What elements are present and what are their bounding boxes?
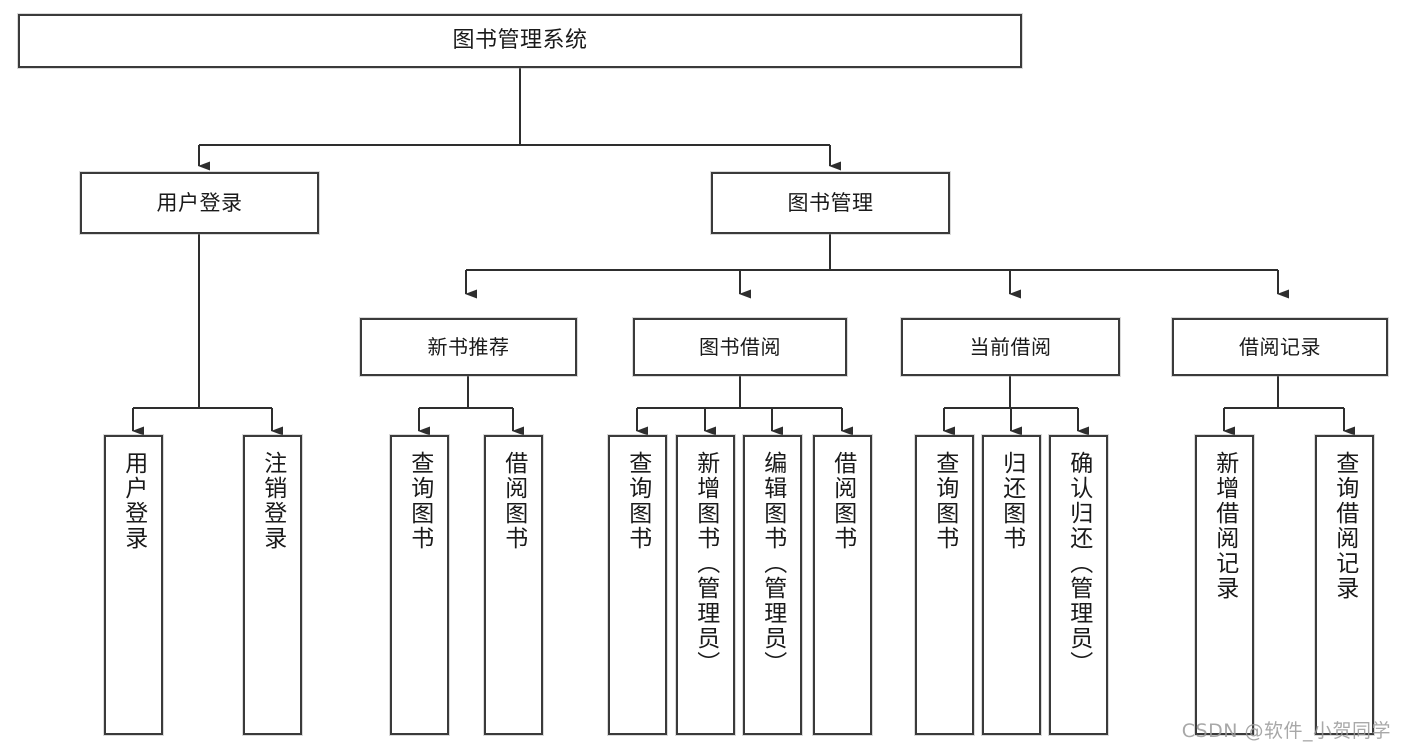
node-label: 归还图书 — [998, 451, 1025, 551]
node-label: 查询图书 — [406, 451, 433, 551]
node-new-book-recommend[interactable]: 新书推荐 — [360, 318, 577, 376]
leaf-return-book[interactable]: 归还图书 — [982, 435, 1041, 735]
node-book-manage[interactable]: 图书管理 — [711, 172, 950, 234]
leaf-query-book-borrow[interactable]: 查询图书 — [608, 435, 667, 735]
leaf-user-login[interactable]: 用户登录 — [104, 435, 163, 735]
node-label: 查询借阅记录 — [1331, 451, 1358, 601]
node-label: 编辑图书（管理员） — [759, 451, 786, 676]
leaf-edit-book-admin[interactable]: 编辑图书（管理员） — [743, 435, 802, 735]
leaf-borrow-book-recommend[interactable]: 借阅图书 — [484, 435, 543, 735]
leaf-add-book-admin[interactable]: 新增图书（管理员） — [676, 435, 735, 735]
node-label: 借阅图书 — [500, 451, 527, 551]
node-label: 用户登录 — [156, 190, 243, 215]
leaf-confirm-return-admin[interactable]: 确认归还（管理员） — [1049, 435, 1108, 735]
leaf-query-book-recommend[interactable]: 查询图书 — [390, 435, 449, 735]
node-label: 新增借阅记录 — [1211, 451, 1238, 601]
node-label: 查询图书 — [931, 451, 958, 551]
node-label: 新书推荐 — [427, 334, 510, 359]
leaf-query-book-current[interactable]: 查询图书 — [915, 435, 974, 735]
node-root-system[interactable]: 图书管理系统 — [18, 14, 1022, 68]
node-label: 图书管理系统 — [452, 28, 588, 54]
node-borrow-record[interactable]: 借阅记录 — [1172, 318, 1388, 376]
node-label: 查询图书 — [624, 451, 651, 551]
node-user-login[interactable]: 用户登录 — [80, 172, 319, 234]
node-label: 新增图书（管理员） — [692, 451, 719, 676]
node-label: 图书借阅 — [699, 334, 781, 359]
leaf-add-borrow-record[interactable]: 新增借阅记录 — [1195, 435, 1254, 735]
csdn-watermark: CSDN @软件_小贺同学 — [1181, 720, 1391, 742]
node-label: 借阅图书 — [829, 451, 856, 551]
leaf-borrow-book-borrow[interactable]: 借阅图书 — [813, 435, 872, 735]
node-label: 借阅记录 — [1239, 334, 1321, 359]
leaf-user-logout[interactable]: 注销登录 — [243, 435, 302, 735]
node-label: 用户登录 — [120, 451, 147, 551]
node-book-borrow[interactable]: 图书借阅 — [633, 318, 847, 376]
node-label: 当前借阅 — [969, 334, 1052, 359]
node-label: 图书管理 — [787, 190, 874, 215]
node-current-borrow[interactable]: 当前借阅 — [901, 318, 1120, 376]
leaf-query-borrow-record[interactable]: 查询借阅记录 — [1315, 435, 1374, 735]
node-label: 确认归还（管理员） — [1065, 451, 1092, 676]
node-label: 注销登录 — [259, 451, 286, 551]
